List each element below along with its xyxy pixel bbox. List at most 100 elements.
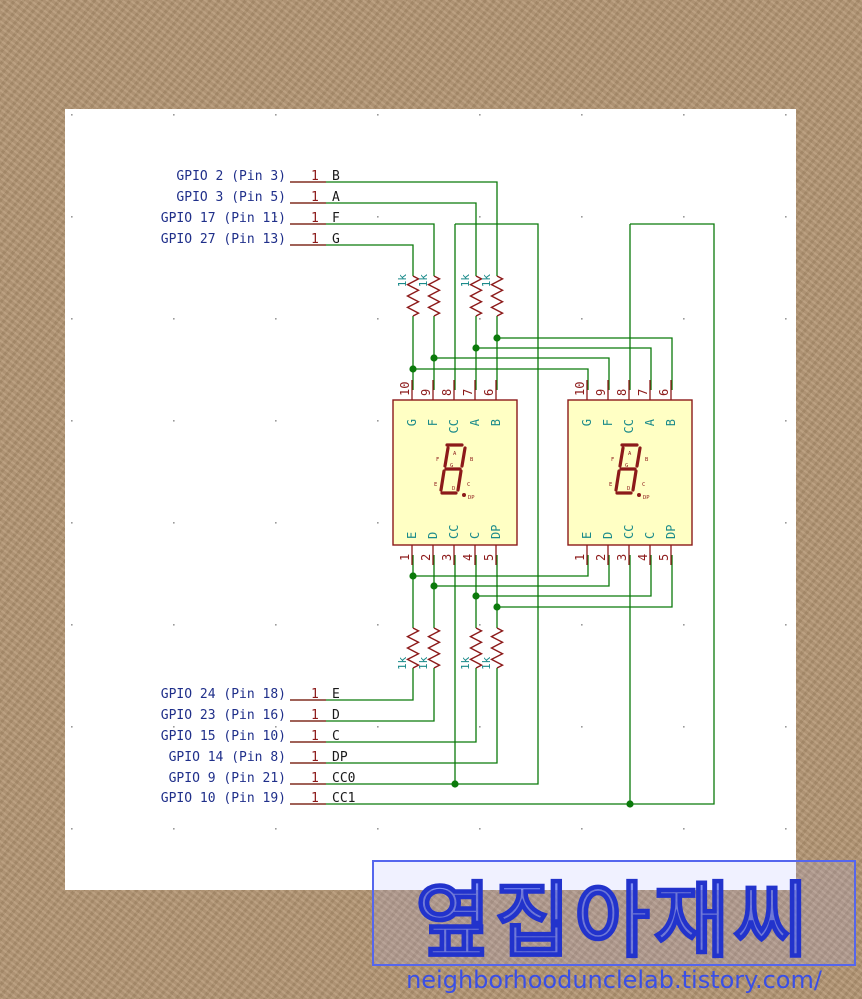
gpio-pin-number: 1 [311, 169, 319, 184]
watermark-url: neighborhoodunclelab.tistory.com/ [406, 966, 822, 994]
display-pin-name: G [580, 419, 594, 426]
display-pin-number: 1 [573, 554, 587, 561]
resistor-body [405, 275, 421, 317]
resistor: 1k [459, 627, 484, 670]
wire-net-d [290, 676, 435, 722]
resistor-value-label: 1k [480, 274, 493, 288]
display-pin-name: E [405, 532, 419, 539]
display-pin-name: C [468, 532, 482, 539]
gpio-pin-number: 1 [311, 211, 319, 226]
gpio-pin-number: 1 [311, 232, 319, 247]
segment-letter: E [434, 482, 437, 488]
display-pin-number: 7 [461, 389, 475, 396]
display-pin-number: 3 [615, 554, 629, 561]
resistor-body [489, 627, 505, 669]
resistor-body [468, 627, 484, 669]
display-pin-number: 5 [657, 554, 671, 561]
wire-net-dp [290, 676, 498, 764]
resistor: 1k [396, 274, 421, 317]
display-body [567, 399, 693, 546]
wire-net-f [290, 223, 435, 268]
gpio-label-text: GPIO 10 (Pin 19) [161, 791, 286, 806]
wire-dp-right [497, 555, 673, 608]
wire-e-right [413, 555, 589, 577]
gpio-label-text: GPIO 15 (Pin 10) [161, 729, 286, 744]
segment-b [635, 446, 642, 468]
segment-letter: DP [468, 495, 475, 501]
segment-letter: F [611, 457, 614, 463]
wire-f-right [434, 357, 610, 390]
wire-net-g [290, 244, 414, 268]
resistor-value-label: 1k [417, 656, 430, 670]
segment-b [460, 446, 467, 468]
display-body [392, 399, 518, 546]
wire-junction [430, 354, 438, 362]
gpio-pin-number: 1 [311, 729, 319, 744]
watermark-logo: 옆집아재씨 [372, 860, 856, 970]
display-pin-name: B [664, 419, 678, 426]
gpio-net-name: E [332, 687, 340, 702]
gpio-net-name: DP [332, 750, 348, 765]
gpio-net-name: A [332, 190, 340, 205]
display-pin-number: 3 [440, 554, 454, 561]
wire-a-right [476, 347, 652, 390]
gpio-label-text: GPIO 3 (Pin 5) [176, 190, 286, 205]
resistor-value-label: 1k [396, 274, 409, 288]
resistor: 1k [396, 627, 421, 670]
segment-f [618, 446, 625, 468]
wire-net-c [290, 676, 477, 743]
wire-junction [493, 603, 501, 611]
display-pin-name: DP [489, 525, 503, 539]
segment-letter: DP [643, 495, 650, 501]
display-pin-number: 9 [594, 389, 608, 396]
segment-letter: B [470, 457, 474, 463]
wire-d-right [434, 555, 610, 587]
display-pin-number: 8 [615, 389, 629, 396]
gpio-pin-number: 1 [311, 708, 319, 723]
resistor-body [405, 627, 421, 669]
display-pin-name: CC [447, 525, 461, 539]
wire-junction [451, 780, 459, 788]
segment-letter: D [627, 486, 630, 492]
segment-letter: A [453, 451, 457, 457]
display-pin-name: D [426, 532, 440, 539]
gpio-net-name: G [332, 232, 340, 247]
display-pin-name: B [489, 419, 503, 426]
resistor-body [426, 275, 442, 317]
wire-cc1-return [290, 223, 715, 805]
gpio-net-name: B [332, 169, 340, 184]
gpio-net-name: CC0 [332, 771, 355, 786]
gpio-net-name: D [332, 708, 340, 723]
wire-g-right [413, 368, 589, 390]
display-pin-name: CC [622, 525, 636, 539]
display-pin-name: F [426, 419, 440, 426]
segment-dp [637, 493, 641, 497]
segment-letter: C [467, 482, 470, 488]
display-pin-number: 5 [482, 554, 496, 561]
wire-junction [430, 582, 438, 590]
resistor-value-label: 1k [417, 274, 430, 288]
segment-letter: D [452, 486, 455, 492]
resistor: 1k [480, 274, 505, 317]
wire-c-right [476, 555, 652, 597]
gpio-label-text: GPIO 2 (Pin 3) [176, 169, 286, 184]
segment-c [631, 469, 638, 492]
gpio-pin-number: 1 [311, 771, 319, 786]
display-pin-number: 10 [398, 382, 412, 396]
display-pin-name: F [601, 419, 615, 426]
resistor-value-label: 1k [459, 274, 472, 288]
segment-letter: B [645, 457, 649, 463]
segment-letter: F [436, 457, 439, 463]
wire-net-e [290, 676, 414, 701]
gpio-net-name: CC1 [332, 791, 355, 806]
segment-letter: G [450, 463, 453, 469]
segment-letter: G [625, 463, 628, 469]
